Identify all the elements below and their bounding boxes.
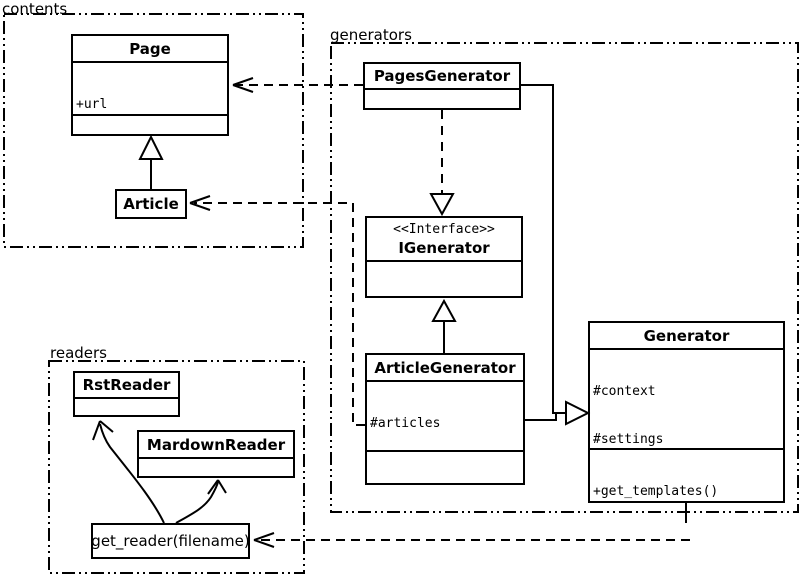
class-box-article-generator: ArticleGenerator #articles #dates #tags … [365,353,525,487]
generalization-pagesgenerator-generator [521,84,565,414]
function-label: get_reader(filename) [91,532,250,550]
class-title-rst-reader: RstReader [82,376,171,394]
class-title-generator: Generator [643,326,730,345]
hollow-triangle-icon [429,193,455,217]
function-box-get-reader: get_reader(filename) [91,523,250,559]
open-arrowhead-icon [232,77,254,93]
class-box-pages-generator: PagesGenerator #pages [363,62,521,110]
class-title-mardown-reader: MardownReader [146,435,286,454]
class-box-generator: Generator #context #settings #path #them… [588,321,785,503]
class-methods-generator: +get_templates() +get_files(path,exclude… [590,448,783,501]
class-attributes-page: +url +slug +summary [73,61,227,114]
generalization-articlegenerator-generator [525,414,557,421]
method: +generate_feeds() [370,486,520,487]
class-box-page: Page +url +slug +summary +check_properti… [71,34,229,136]
class-methods-igenerator: +generate_context() +generate_output() [367,260,521,296]
class-methods-mardown-reader: +read() [139,457,293,476]
method: +get_templates() [593,484,719,499]
stereotype-interface: <<Interface>> [393,222,495,237]
class-box-rst-reader: RstReader +read() [73,371,180,417]
package-label-readers: readers [50,344,107,362]
class-title-page: Page [129,39,171,58]
class-methods-rst-reader: +read() [75,397,178,415]
class-attributes-pages-generator: #pages [365,88,519,108]
class-title-article-generator: ArticleGenerator [374,358,516,377]
class-attributes-generator: #context #settings #path #theme #output_… [590,348,783,448]
class-title-text: IGenerator [398,239,490,257]
open-arrowhead-icon [253,532,275,548]
class-methods-article-generator: +generate_feeds() +generate_pages() [367,450,523,487]
attribute: #context [593,384,656,399]
class-box-mardown-reader: MardownReader +read() [137,430,295,478]
attribute: +url [76,97,108,112]
class-title-article: Article [123,195,179,213]
class-methods-page: +check_properties() [73,114,227,136]
class-title-igenerator: <<Interface>> IGenerator [367,218,521,260]
class-box-igenerator: <<Interface>> IGenerator +generate_conte… [365,216,523,298]
hollow-triangle-icon [431,298,457,322]
class-title-pages-generator: PagesGenerator [373,67,511,85]
package-label-contents: contents [2,0,68,18]
class-attributes-article-generator: #articles #dates #tags #categories [367,380,523,450]
attribute: #articles [370,416,441,431]
open-arrowhead-icon [189,195,211,211]
hollow-triangle-icon [565,400,591,426]
class-box-article: Article [115,189,187,219]
dependency-articlegenerator-article [194,202,365,426]
arrow-getreader-mardownreader [175,481,219,524]
attribute: #settings [593,432,664,447]
open-arrowhead-icon [207,479,227,495]
open-arrowhead-icon [92,420,114,441]
hollow-triangle-icon [138,134,164,160]
package-label-generators: generators [330,26,412,44]
